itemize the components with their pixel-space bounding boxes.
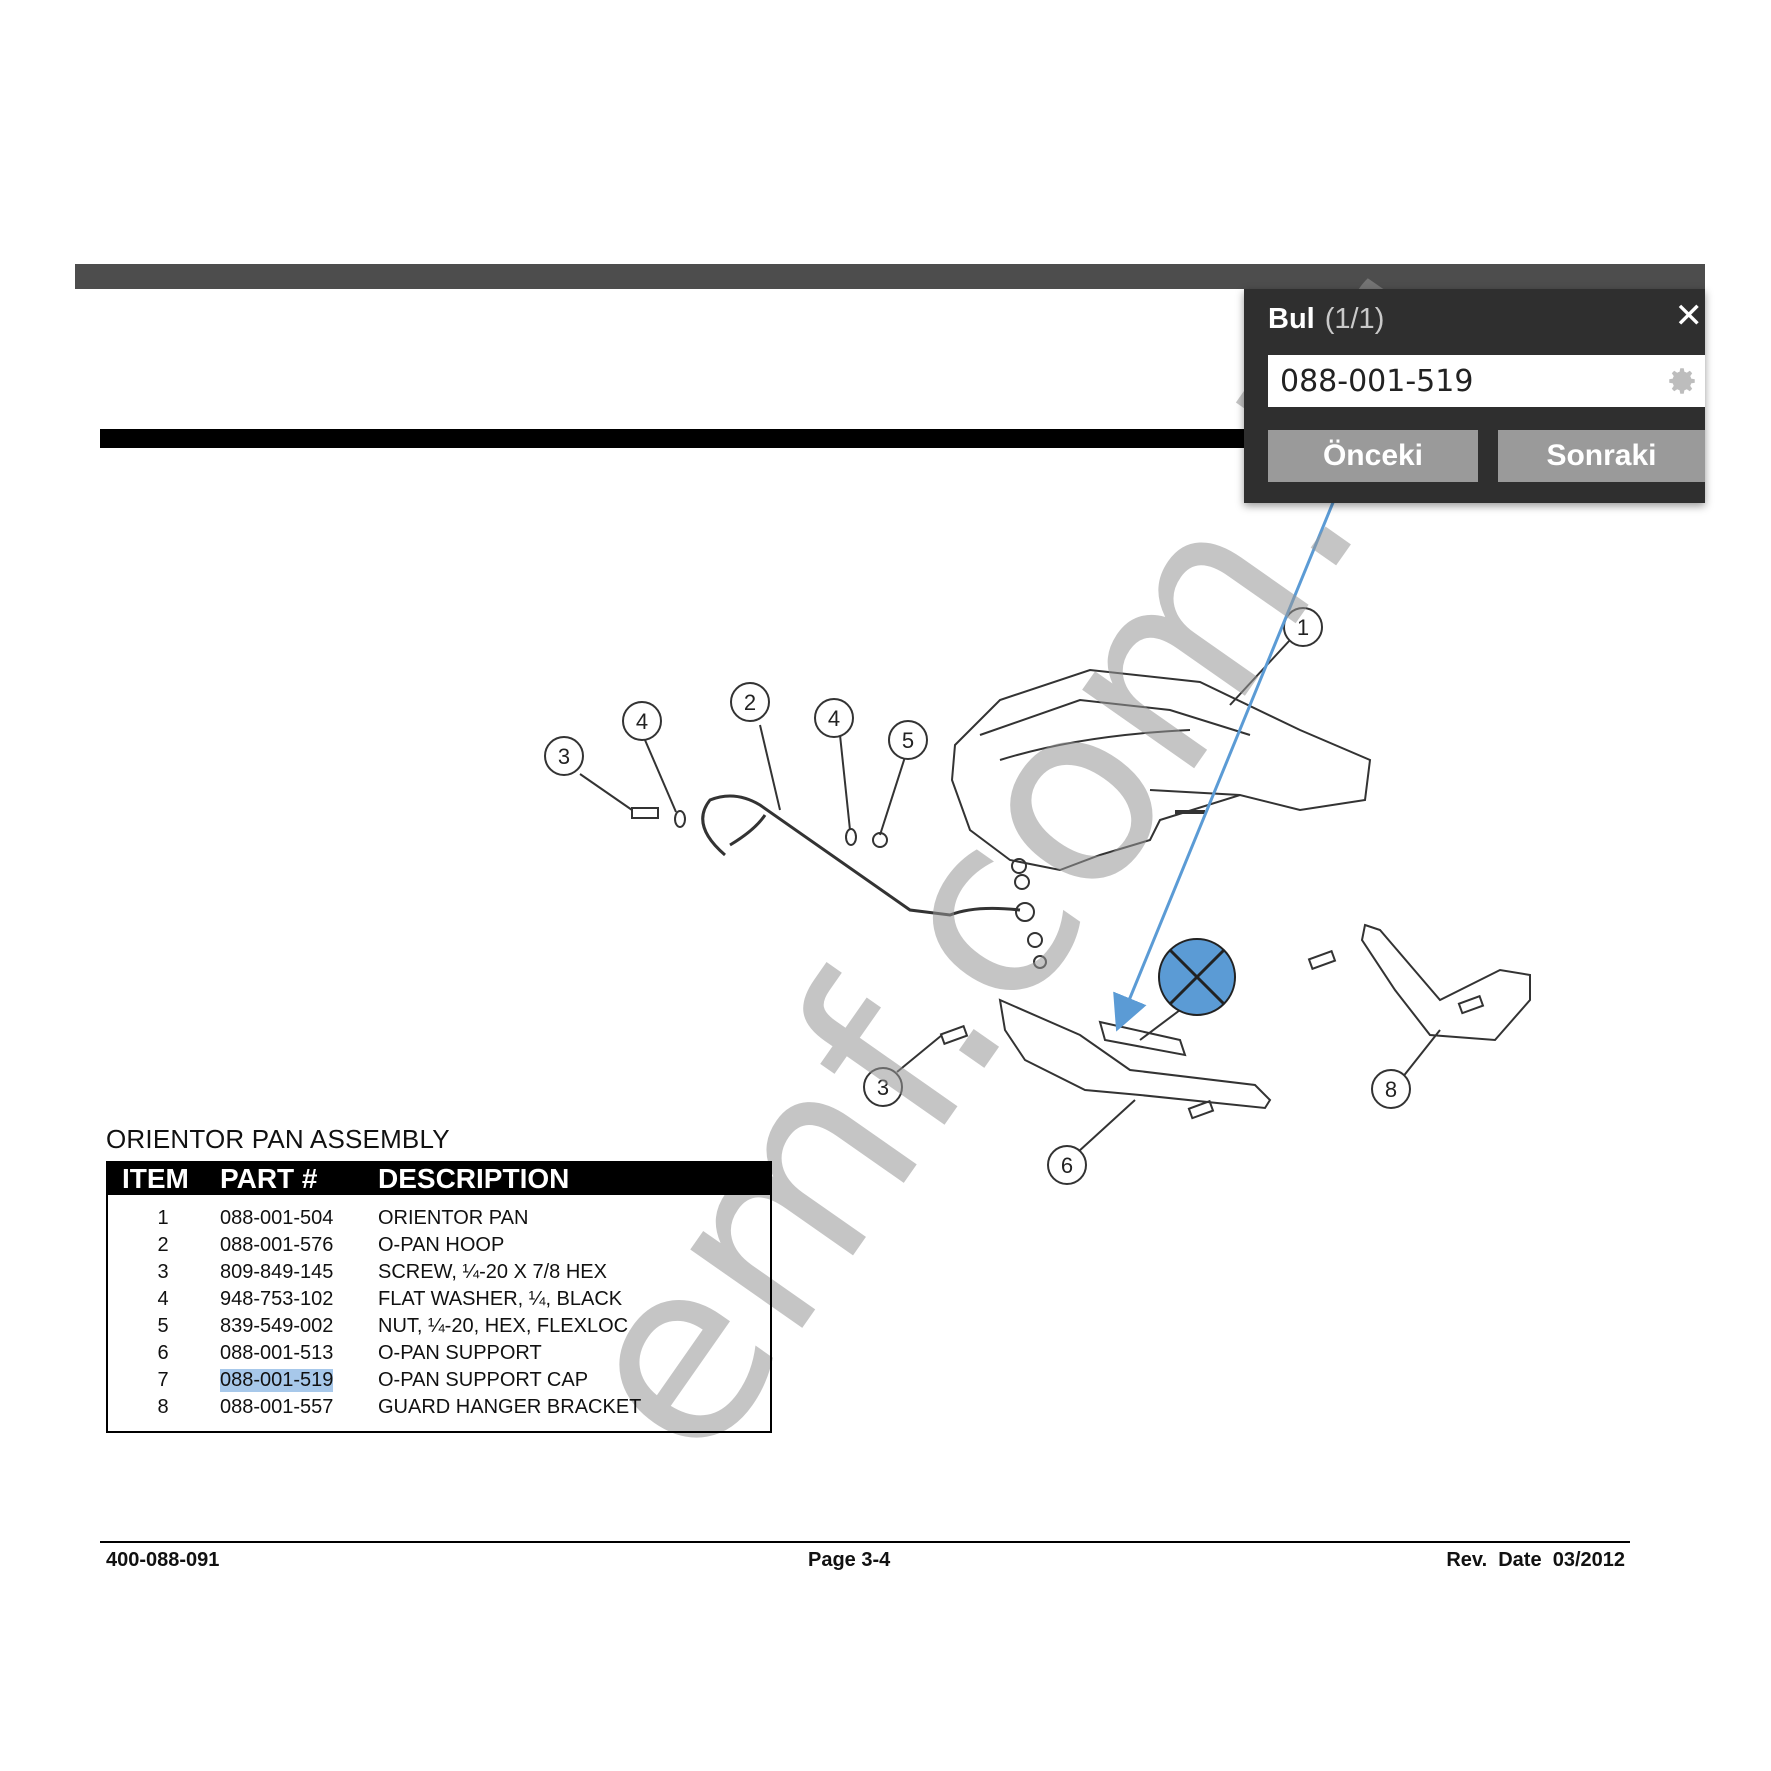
callout-3b: 3 [877, 1075, 889, 1100]
document-top-bar [75, 264, 1705, 289]
find-match-count: (1/1) [1324, 303, 1385, 335]
find-panel: Bul(1/1) ✕ Önceki Sonraki [1244, 289, 1705, 503]
cell-item: 4 [157, 1288, 169, 1310]
cell-part-highlighted: 088-001-519 [220, 1369, 334, 1392]
callout-3a: 3 [558, 744, 570, 769]
table-row: 8 088-001-557 GUARD HANGER BRACKET [108, 1394, 770, 1421]
table-row: 6 088-001-513 O-PAN SUPPORT [108, 1340, 770, 1367]
footer-rev-date: Rev. Date 03/2012 [1446, 1549, 1625, 1571]
callout-1: 1 [1297, 615, 1309, 640]
header-part: PART # [220, 1163, 318, 1194]
table-header: ITEM PART # DESCRIPTION [108, 1163, 770, 1195]
table-row: 2 088-001-576 O-PAN HOOP [108, 1232, 770, 1259]
cell-item: 2 [157, 1234, 169, 1256]
footer-page-number: Page 3-4 [808, 1549, 891, 1571]
cell-desc: O-PAN SUPPORT [378, 1342, 542, 1364]
table-title: ORIENTOR PAN ASSEMBLY [106, 1124, 450, 1154]
cell-part: 088-001-504 [220, 1207, 334, 1229]
cell-part: 088-001-513 [220, 1342, 334, 1364]
header-description: DESCRIPTION [378, 1163, 570, 1194]
opan-support-cap [1098, 1020, 1187, 1057]
cell-part: 948-753-102 [220, 1288, 334, 1310]
cell-item: 7 [157, 1369, 169, 1391]
cell-item: 8 [157, 1396, 169, 1418]
cell-part: 839-549-002 [220, 1315, 334, 1337]
cell-desc: ORIENTOR PAN [378, 1207, 529, 1229]
cell-item: 6 [157, 1342, 169, 1364]
table-row: 5 839-549-002 NUT, ¼-20, HEX, FLEXLOC [108, 1313, 770, 1340]
cell-desc: SCREW, ¼-20 X 7/8 HEX [378, 1261, 607, 1283]
find-search-input[interactable] [1268, 355, 1705, 407]
cell-item: 1 [157, 1207, 169, 1229]
table-row-highlighted: 7 088-001-519 O-PAN SUPPORT CAP [108, 1367, 770, 1394]
previous-button[interactable]: Önceki [1268, 430, 1478, 482]
callout-6: 6 [1061, 1153, 1073, 1178]
cell-desc: O-PAN HOOP [378, 1234, 505, 1256]
callout-2: 2 [744, 690, 756, 715]
table-row: 4 948-753-102 FLAT WASHER, ¼, BLACK [108, 1286, 770, 1313]
cell-part: 809-849-145 [220, 1261, 334, 1283]
opan-support [998, 998, 1272, 1110]
footer-doc-number: 400-088-091 [106, 1549, 220, 1571]
find-title: Bul(1/1) [1268, 303, 1385, 335]
footer-rule [100, 1541, 1630, 1543]
next-button[interactable]: Sonraki [1498, 430, 1705, 482]
cell-desc: GUARD HANGER BRACKET [378, 1396, 642, 1418]
header-item: ITEM [122, 1163, 189, 1194]
annotation-x-marker [1158, 938, 1236, 1016]
cell-part: 088-001-576 [220, 1234, 334, 1256]
gear-icon[interactable] [1665, 364, 1699, 398]
cell-desc: NUT, ¼-20, HEX, FLEXLOC [378, 1315, 629, 1337]
table-row: 3 809-849-145 SCREW, ¼-20 X 7/8 HEX [108, 1259, 770, 1286]
close-icon[interactable]: ✕ [1674, 297, 1704, 335]
cell-desc: O-PAN SUPPORT CAP [378, 1369, 589, 1391]
opan-hoop [701, 794, 1021, 917]
callout-5: 5 [902, 728, 914, 753]
callout-4a: 4 [636, 709, 648, 734]
callout-4b: 4 [828, 706, 840, 731]
cell-desc: FLAT WASHER, ¼, BLACK [378, 1288, 623, 1310]
cell-part: 088-001-557 [220, 1396, 334, 1418]
parts-table: ITEM PART # DESCRIPTION 1 088-001-504 OR… [106, 1161, 772, 1433]
cell-item: 3 [157, 1261, 169, 1283]
cell-item: 5 [157, 1315, 169, 1337]
table-row: 1 088-001-504 ORIENTOR PAN [108, 1205, 770, 1232]
guard-bracket [1360, 923, 1531, 1042]
callout-8: 8 [1385, 1077, 1397, 1102]
header-rule [100, 429, 1245, 448]
